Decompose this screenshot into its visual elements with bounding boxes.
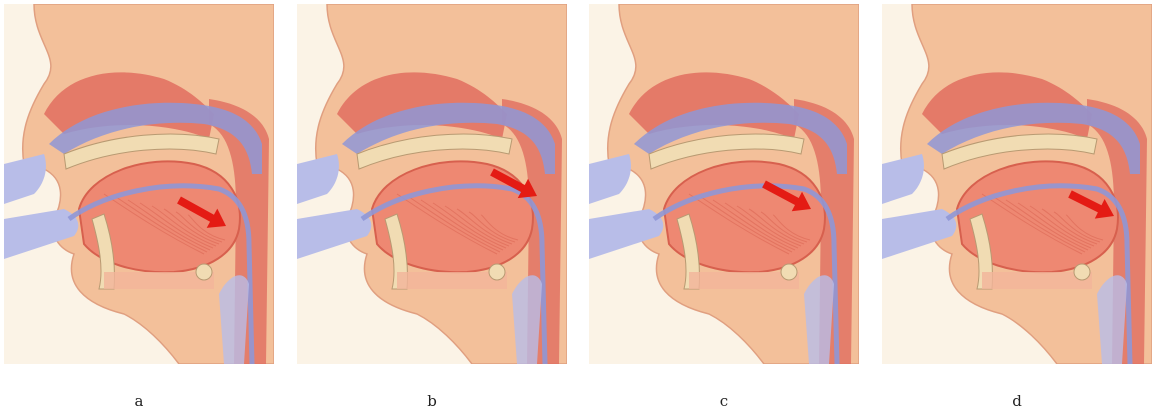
larynx [804,275,834,364]
panel-b [297,4,567,364]
anatomy-illustration [882,4,1152,364]
larynx [219,275,249,364]
hyoid-bone [781,264,797,280]
panel-c [589,4,859,364]
larynx [1097,275,1127,364]
hyoid-bone [196,264,212,280]
anatomy-illustration [4,4,274,364]
panel-a [4,4,274,364]
panel-label-d: d [882,392,1152,410]
larynx [512,275,542,364]
anatomy-illustration [589,4,859,364]
panel-label-c: c [589,392,859,410]
hyoid-bone [1074,264,1090,280]
panel-d [882,4,1152,364]
panel-label-a: a [4,392,274,410]
hyoid-bone [489,264,505,280]
anatomy-illustration [297,4,567,364]
panel-label-b: b [297,392,567,410]
